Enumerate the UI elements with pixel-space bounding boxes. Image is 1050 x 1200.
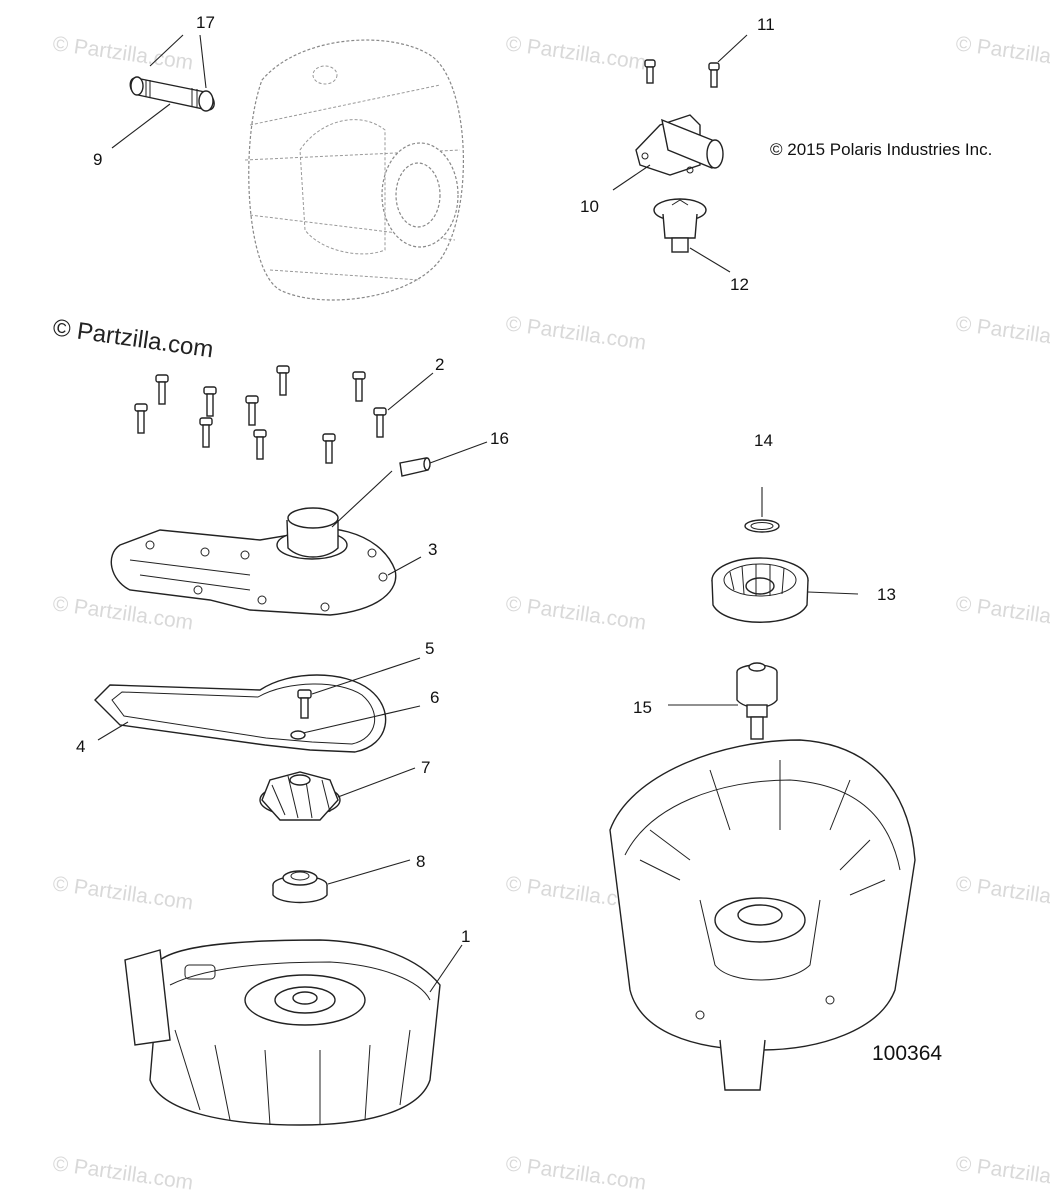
watermark: © Partzilla.com (954, 592, 1050, 634)
callout-5: 5 (425, 639, 434, 658)
watermark: © Partzilla.com (954, 312, 1050, 354)
part-3-pump-cover[interactable] (110, 507, 397, 616)
callout-17: 17 (196, 13, 215, 32)
callout-14: 14 (754, 431, 773, 450)
callout-10: 10 (580, 197, 599, 216)
part-7-impeller[interactable] (259, 771, 341, 821)
callout-3: 3 (428, 540, 437, 559)
ghost-assembly-drawing (244, 39, 464, 301)
watermark-primary: © Partzilla.com (51, 314, 215, 363)
part-4-gasket[interactable] (94, 674, 387, 753)
watermark: © Partzilla.com (504, 312, 647, 354)
part-16-dowel[interactable] (399, 457, 431, 477)
watermark: © Partzilla.com (504, 592, 647, 634)
part-11-bolts[interactable] (644, 59, 720, 88)
callout-1: 1 (461, 927, 470, 946)
callout-16: 16 (490, 429, 509, 448)
watermark: © Partzilla.com (51, 32, 194, 74)
part-10-thermostat-housing[interactable] (635, 114, 724, 176)
watermark: © Partzilla.com (954, 1152, 1050, 1194)
right-cover (609, 739, 916, 1091)
copyright-text: © 2015 Polaris Industries Inc. (770, 140, 992, 159)
leader-lines (97, 34, 859, 993)
part-2-screws[interactable] (134, 365, 387, 464)
watermark: © Partzilla.com (51, 592, 194, 634)
callout-15: 15 (633, 698, 652, 717)
part-9-tube[interactable] (129, 76, 215, 112)
figure-id: 100364 (872, 1042, 942, 1065)
callout-2: 2 (435, 355, 444, 374)
callout-13: 13 (877, 585, 896, 604)
part-14-o-ring[interactable] (744, 519, 780, 533)
part-15-shaft[interactable] (736, 662, 778, 740)
callout-9: 9 (93, 150, 102, 169)
watermark: © Partzilla.com (954, 32, 1050, 74)
callout-8: 8 (416, 852, 425, 871)
callouts: 17 9 11 10 12 2 16 3 5 6 4 7 8 1 14 13 1… (76, 13, 896, 946)
watermark: © Partzilla.com (51, 872, 194, 914)
watermark: © Partzilla.com (51, 1152, 194, 1194)
watermark: © Partzilla.com (504, 32, 647, 74)
callout-11: 11 (757, 15, 775, 34)
callout-6: 6 (430, 688, 439, 707)
part-1-housing[interactable] (124, 939, 441, 1126)
watermark: © Partzilla.com (954, 872, 1050, 914)
callout-12: 12 (730, 275, 749, 294)
callout-4: 4 (76, 737, 85, 756)
part-13-bearing[interactable] (711, 557, 809, 623)
watermark: © Partzilla.com (504, 1152, 647, 1194)
part-12-thermostat[interactable] (653, 198, 707, 253)
part-6-washer[interactable] (290, 730, 306, 740)
part-5-screw[interactable] (297, 689, 312, 719)
part-8-seal[interactable] (272, 870, 328, 904)
callout-7: 7 (421, 758, 430, 777)
